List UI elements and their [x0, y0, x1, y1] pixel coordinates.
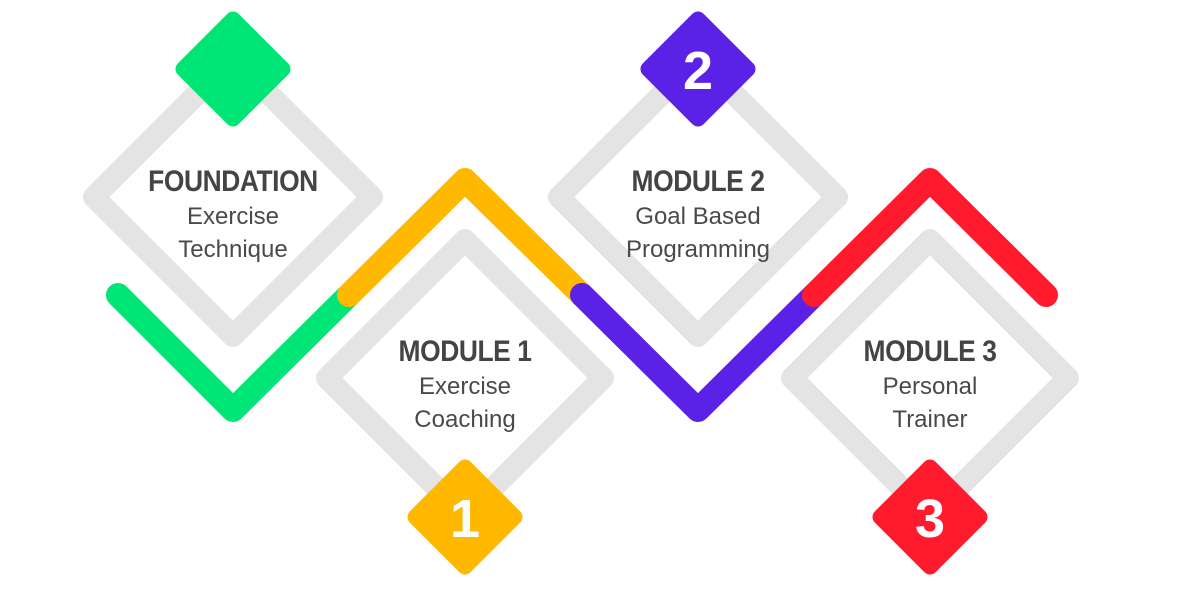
- stage-subtitle-line: Exercise: [186, 203, 280, 230]
- marker-number-module-2: 2: [683, 41, 713, 101]
- marker-diamond-foundation: [175, 11, 291, 127]
- outline-diamond-foundation: [83, 47, 383, 347]
- stage-title: MODULE 1: [398, 335, 532, 368]
- marker-diamond-module-2: [640, 11, 756, 127]
- stage-subtitle-line: Programming: [625, 236, 771, 263]
- stage-label-module-2: MODULE 2 Goal Based Programming: [548, 164, 848, 266]
- stage-title: MODULE 2: [631, 165, 765, 198]
- stage-subtitle-line: Coaching: [414, 406, 516, 433]
- outline-diamond-module-2: [548, 47, 848, 347]
- stage-subtitle-line: Goal Based: [635, 203, 761, 230]
- marker-diamond-module-1: [407, 459, 523, 575]
- stage-title: MODULE 3: [863, 335, 997, 368]
- path-segment-module-2: [570, 283, 826, 422]
- stage-subtitle-line: Technique: [178, 236, 288, 263]
- zigzag-path: [106, 168, 1058, 422]
- path-segment-module-3: [802, 168, 1058, 307]
- stage-subtitle-line: Exercise: [418, 373, 512, 400]
- stage-subtitle-line: Trainer: [892, 406, 968, 433]
- marker-number-module-1: 1: [450, 489, 480, 549]
- stage-subtitle-line: Personal: [882, 373, 978, 400]
- stage-label-module-3: MODULE 3 Personal Trainer: [780, 334, 1080, 436]
- path-segment-module-1: [337, 168, 594, 307]
- stage-label-module-1: MODULE 1 Exercise Coaching: [315, 334, 615, 436]
- stage-label-foundation: FOUNDATION Exercise Technique: [83, 164, 383, 266]
- marker-diamond-module-3: [872, 459, 988, 575]
- stage-title: FOUNDATION: [148, 165, 318, 198]
- path-segment-foundation: [106, 283, 361, 422]
- marker-number-module-3: 3: [915, 489, 945, 549]
